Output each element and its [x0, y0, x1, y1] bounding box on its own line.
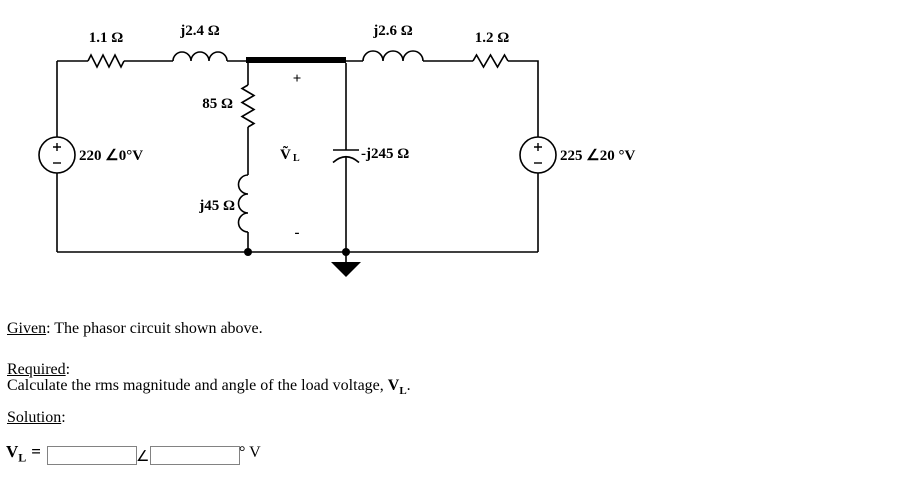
capacitor-bottom-plate — [332, 155, 360, 164]
given-text: : The phasor circuit shown above. — [46, 320, 263, 337]
inductor-j2p6-label: j2.6 Ω — [372, 23, 413, 39]
resistor-85-label: 85 Ω — [202, 96, 233, 112]
capacitor-label: -j245 Ω — [361, 146, 409, 162]
bus-bar-node — [246, 57, 346, 63]
answer-unit: ° V — [239, 444, 261, 461]
inductor-j2p4-label: j2.4 Ω — [179, 23, 220, 39]
vl-symbol: V — [387, 377, 400, 394]
plus-sign — [534, 143, 542, 151]
required-heading: Required: — [7, 361, 71, 378]
circuit-wires — [38, 50, 557, 262]
inductor-j45-label: j45 Ω — [198, 198, 235, 214]
voltage-source-right — [519, 136, 557, 174]
equals-sign: = — [31, 442, 41, 461]
resistor-1p2-ohm — [472, 53, 509, 69]
given-label: Given — [7, 320, 47, 337]
given-line: Given: The phasor circuit shown above. — [7, 320, 263, 338]
vl-subscript: L — [399, 385, 407, 398]
solution-label: Solution — [7, 409, 62, 426]
required-line: Calculate the rms magnitude and angle of… — [7, 377, 411, 398]
resistor-1p2-label: 1.2 Ω — [475, 30, 510, 46]
resistor-85-ohm — [240, 84, 256, 128]
resistor-1p1-label: 1.1 Ω — [89, 30, 124, 46]
voltage-source-left — [38, 136, 76, 174]
source-left-label: 220 ∠0°V — [79, 148, 143, 164]
circuit-diagram: 1.1 Ω j2.4 Ω j2.6 Ω 1.2 Ω 85 Ω j45 Ω -j2… — [38, 23, 635, 277]
inductor-j2p6-ohm — [362, 50, 424, 62]
inductor-j2p4-ohm — [172, 51, 228, 62]
source-right-label: 225 ∠20 °V — [560, 148, 635, 164]
magnitude-input[interactable] — [47, 446, 137, 465]
answer-variable: VL= — [6, 442, 41, 465]
required-text: Calculate the rms magnitude and angle of… — [7, 377, 388, 394]
resistor-1p1-ohm — [87, 53, 125, 69]
inductor-j45-ohm — [237, 174, 249, 233]
solution-heading: Solution: — [7, 409, 66, 426]
junction-dot — [244, 248, 252, 256]
angle-symbol: ∠ — [136, 449, 150, 465]
angle-input[interactable] — [150, 446, 240, 465]
ground-icon — [331, 262, 361, 277]
answer-variable-subscript: L — [18, 450, 27, 465]
load-voltage-label: Ṽ — [280, 145, 291, 163]
plus-sign — [53, 143, 61, 151]
load-voltage-subscript: L — [293, 153, 300, 164]
wire — [508, 60, 539, 137]
load-plus-label: + — [293, 71, 302, 87]
load-minus-label: - — [295, 225, 300, 241]
junction-dot — [342, 248, 350, 256]
required-label: Required — [7, 361, 66, 378]
